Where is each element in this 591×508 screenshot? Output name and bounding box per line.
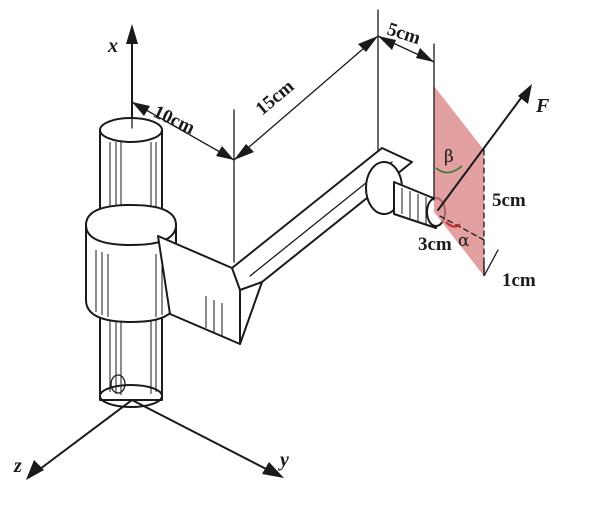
z-axis-arrowhead [26, 460, 44, 480]
dimension-label-3cm: 3cm [418, 234, 452, 255]
y-axis-arrowhead [262, 462, 284, 478]
dimension-label-5cm-side: 5cm [492, 190, 526, 211]
alpha-angle-arc [445, 221, 461, 228]
dim-line-15cm [233, 35, 379, 161]
crank-arm [157, 147, 413, 345]
crank-pin [365, 161, 446, 229]
dimension-label-15cm: 15cm [252, 76, 299, 120]
x-axis-label: x [107, 35, 118, 57]
force-arrow-line [437, 93, 525, 211]
force-arrowhead [518, 84, 532, 104]
shaft-top-face [99, 117, 163, 143]
dimension-label-1cm: 1cm [502, 270, 536, 291]
z-axis-line [35, 399, 133, 473]
dim-line-10cm [131, 101, 235, 161]
dimension-lines [131, 9, 499, 277]
z-axis-label: z [13, 455, 22, 477]
alpha-label: α [458, 231, 470, 251]
beta-angle-arc [435, 165, 463, 174]
force-vector [437, 84, 532, 211]
force-label: F [535, 95, 550, 117]
x-axis-arrowhead [126, 24, 138, 44]
shaft-bottom-hole [110, 374, 126, 394]
y-axis-line [131, 399, 273, 473]
y-axis-label: y [278, 449, 289, 471]
beta-label: β [444, 147, 454, 167]
